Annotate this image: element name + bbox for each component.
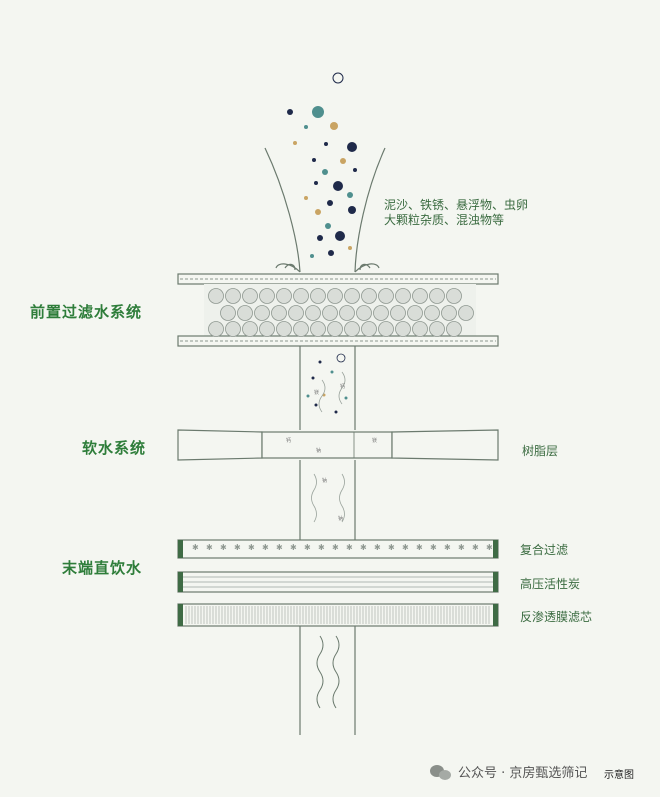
- filter-ball: [424, 305, 440, 321]
- filter-fiber: ✱: [206, 543, 213, 552]
- filter-fiber: ✱: [276, 543, 283, 552]
- filter-ball: [225, 288, 241, 304]
- carbon-filter: [177, 571, 499, 593]
- filter-ball: [361, 321, 377, 337]
- filter-fiber: ✱: [234, 543, 241, 552]
- ion-label-ca-resin: 钙: [286, 437, 291, 444]
- filter-ball: [395, 288, 411, 304]
- ion-label-na-2: 钠: [338, 515, 343, 522]
- stage-label-pre-filter: 前置过滤水系统: [30, 303, 143, 321]
- impurity-funnel: [264, 147, 386, 273]
- filter-fiber: ✱: [192, 543, 199, 552]
- filter-fiber: ✱: [318, 543, 325, 552]
- pipe-impurities: [306, 353, 348, 414]
- ion-label-mg-resin: 镁: [372, 437, 377, 444]
- filter-fiber: ✱: [262, 543, 269, 552]
- filter-ball: [310, 288, 326, 304]
- schematic-caption: 示意图: [604, 770, 634, 781]
- filter-ball: [208, 321, 224, 337]
- filter-ball: [429, 288, 445, 304]
- filter-ball: [242, 321, 258, 337]
- filter-ball: [378, 288, 394, 304]
- filter-ball: [412, 288, 428, 304]
- filter-ball: [446, 321, 462, 337]
- filter-ball: [237, 305, 253, 321]
- filter-fiber: ✱: [444, 543, 451, 552]
- filter-ball: [242, 288, 258, 304]
- filter-ball: [407, 305, 423, 321]
- softener-housing: [177, 429, 499, 461]
- filter-ball: [220, 305, 236, 321]
- impurities-note-line1: 泥沙、铁锈、悬浮物、虫卵: [384, 198, 529, 212]
- filter-fiber: ✱: [332, 543, 339, 552]
- filter-ball: [225, 321, 241, 337]
- filter-ball: [208, 288, 224, 304]
- filter-ball: [344, 288, 360, 304]
- filter-fiber: ✱: [458, 543, 465, 552]
- filter-media-balls: [208, 288, 474, 337]
- filter-ball: [276, 288, 292, 304]
- filter-ball: [271, 305, 287, 321]
- footer-credit: 公众号 · 京房甄选筛记: [430, 762, 587, 781]
- filter-ball: [429, 321, 445, 337]
- filter-ball: [378, 321, 394, 337]
- filter-fiber: ✱: [248, 543, 255, 552]
- filter-fiber: ✱: [374, 543, 381, 552]
- ion-label-mg: 镁: [314, 389, 319, 396]
- filter-fiber: ✱: [220, 543, 227, 552]
- stage-label-softener: 软水系统: [82, 439, 147, 457]
- filter-ball: [259, 321, 275, 337]
- ro-membrane-filter: [177, 603, 499, 627]
- stage-label-drinking: 末端直饮水: [62, 559, 143, 577]
- impurities-note-line2: 大颗粒杂质、混浊物等: [384, 213, 505, 227]
- filter-fiber: ✱: [486, 543, 493, 552]
- filter-ball: [293, 288, 309, 304]
- softened-water: [311, 473, 345, 523]
- filter-ball: [441, 305, 457, 321]
- filter-ball: [259, 288, 275, 304]
- pure-water: [316, 635, 340, 709]
- filter-ball: [446, 288, 462, 304]
- filter-ball: [254, 305, 270, 321]
- footer-text: 公众号 · 京房甄选筛记: [458, 766, 588, 781]
- filter-fiber: ✱: [304, 543, 311, 552]
- filter-fiber: ✱: [290, 543, 297, 552]
- filter-fiber: ✱: [472, 543, 479, 552]
- impurity-particles: [287, 72, 357, 258]
- filter-ball: [310, 321, 326, 337]
- filter-ball: [356, 305, 372, 321]
- resin-note: 树脂层: [522, 444, 559, 458]
- ion-label-ca: 钙: [340, 383, 345, 390]
- filter-ball: [305, 305, 321, 321]
- composite-note: 复合过滤: [520, 543, 569, 557]
- filter-ball: [327, 288, 343, 304]
- filter-ball: [293, 321, 309, 337]
- filter-fiber: ✱: [346, 543, 353, 552]
- filter-fiber: ✱: [430, 543, 437, 552]
- filter-ball: [327, 321, 343, 337]
- filter-fiber: ✱: [416, 543, 423, 552]
- filter-ball: [322, 305, 338, 321]
- filter-fiber: ✱: [402, 543, 409, 552]
- filter-ball: [339, 305, 355, 321]
- filter-ball: [390, 305, 406, 321]
- filter-ball: [395, 321, 411, 337]
- carbon-note: 高压活性炭: [520, 577, 581, 591]
- filter-ball: [412, 321, 428, 337]
- filter-ball: [288, 305, 304, 321]
- wechat-icon: [430, 765, 451, 780]
- filter-ball: [276, 321, 292, 337]
- ro-note: 反渗透膜滤芯: [520, 610, 593, 624]
- filter-fiber: ✱: [388, 543, 395, 552]
- composite-filter: ✱ ✱ ✱ ✱ ✱ ✱ ✱ ✱ ✱ ✱ ✱ ✱ ✱ ✱ ✱ ✱ ✱ ✱ ✱ ✱ ✱ ✱: [177, 539, 499, 559]
- filter-ball: [373, 305, 389, 321]
- filter-ball: [458, 305, 474, 321]
- water-pipe: [299, 346, 356, 735]
- filter-fiber: ✱: [360, 543, 367, 552]
- filter-ball: [344, 321, 360, 337]
- ion-label-na-resin: 钠: [316, 447, 321, 454]
- ion-label-na-1: 钠: [322, 477, 327, 484]
- filter-ball: [361, 288, 377, 304]
